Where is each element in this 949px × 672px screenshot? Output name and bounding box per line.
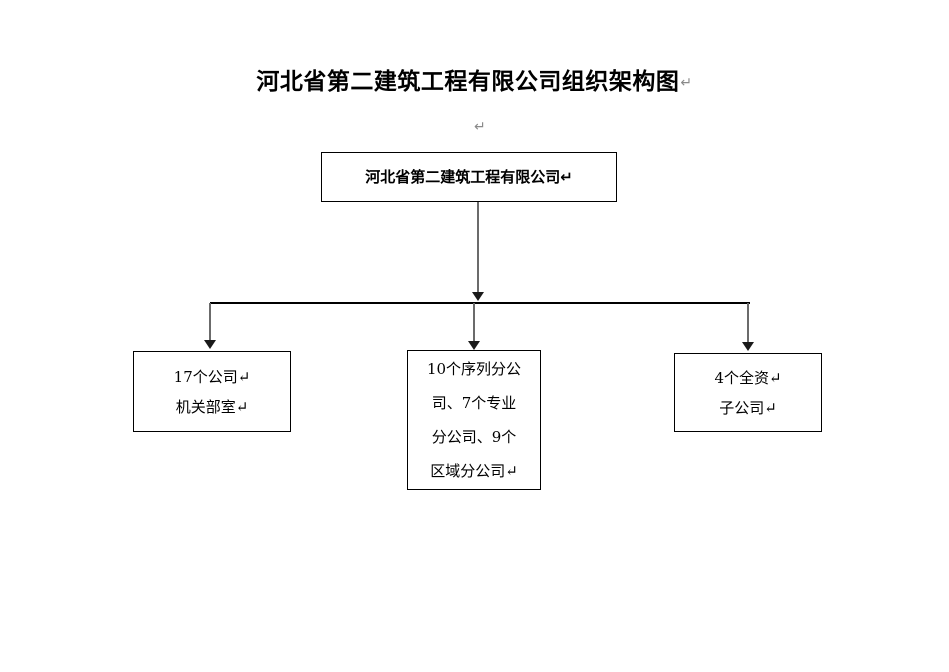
page-title-text: 河北省第二建筑工程有限公司组织架构图 [256, 69, 680, 95]
connector-root-stem [477, 202, 479, 294]
page-title: 河北省第二建筑工程有限公司组织架构图↵ [0, 62, 949, 96]
org-node-line: 河北省第二建筑工程有限公司↵ [365, 168, 573, 186]
org-node-branch-companies[interactable]: 10个序列分公 司、7个专业 分公司、9个 区域分公司↵ [407, 350, 541, 490]
org-node-line: 司、7个专业 [431, 394, 517, 412]
org-node-department-offices[interactable]: 17个公司↵ 机关部室↵ [133, 351, 291, 432]
org-node-subsidiary-companies[interactable]: 4个全资↵ 子公司↵ [674, 353, 822, 432]
org-node-line: 17个公司↵ [173, 367, 251, 386]
connector-middle-stem [473, 303, 475, 343]
arrow-down-icon-root [472, 292, 484, 301]
paragraph-mark-icon-standalone: ↵ [474, 119, 486, 135]
org-node-line: 10个序列分公 [426, 360, 522, 378]
org-node-line: 分公司、9个 [431, 428, 517, 446]
org-node-line: 机关部室↵ [175, 397, 249, 416]
arrow-down-icon-right [742, 342, 754, 351]
connector-horizontal-bar [210, 302, 750, 304]
arrow-down-icon-middle [468, 341, 480, 350]
org-node-root-company[interactable]: 河北省第二建筑工程有限公司↵ [321, 152, 617, 202]
org-node-line: 4个全资↵ [714, 368, 782, 387]
connector-right-stem [747, 303, 749, 344]
org-node-line: 子公司↵ [719, 398, 777, 417]
org-node-line: 区域分公司↵ [430, 462, 518, 480]
paragraph-mark-icon: ↵ [680, 75, 693, 91]
connector-left-stem [209, 303, 211, 342]
arrow-down-icon-left [204, 340, 216, 349]
